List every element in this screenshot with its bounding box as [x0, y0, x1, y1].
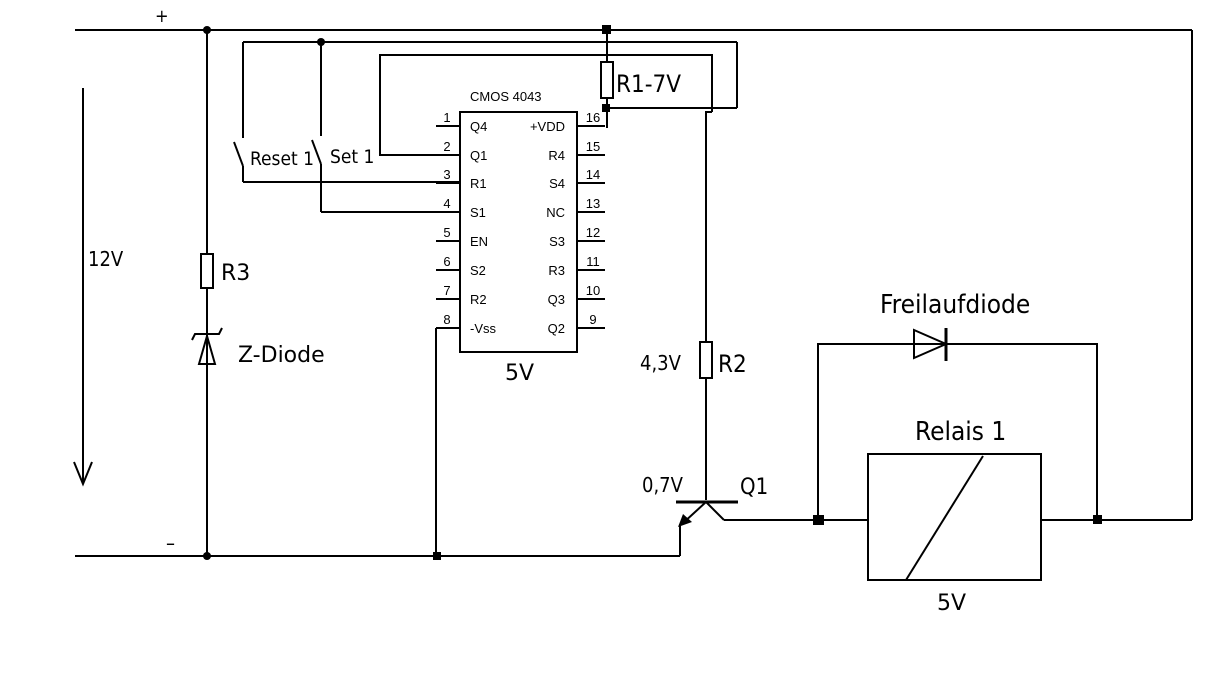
ic-pin-label: R3: [548, 263, 565, 278]
ic-pin-label: +VDD: [530, 119, 565, 134]
ic-pin-label: S3: [549, 234, 565, 249]
resistor-r3: [200, 253, 214, 289]
junction-dot: [602, 104, 610, 112]
vbe-label: 0,7V: [642, 473, 684, 497]
zener-label: Z-Diode: [238, 343, 325, 368]
ic-pin-label: R4: [548, 148, 565, 163]
ic-left-pins: [436, 125, 460, 329]
set-switch-label: Set 1: [330, 146, 374, 168]
ic-pin-number: 2: [443, 139, 450, 154]
voltage-arrow-head: [73, 461, 93, 487]
r2-label: R2: [718, 350, 747, 378]
ic-pin-number: 5: [443, 225, 450, 240]
ic-pin-number: 10: [586, 283, 600, 298]
ic-pin-number: 16: [586, 110, 600, 125]
zener-diode-icon: [191, 327, 223, 365]
ic-pin-label: Q1: [470, 148, 487, 163]
reset-switch: [233, 141, 244, 167]
r2-voltage-label: 4,3V: [640, 351, 682, 375]
junction-dot: [203, 552, 211, 560]
minus-label: –: [166, 531, 175, 555]
r1-label: R1-7V: [616, 70, 681, 98]
ic-pin-number: 3: [443, 167, 450, 182]
supply-voltage-label: 12V: [88, 247, 124, 271]
relay-label: Relais 1: [915, 417, 1006, 447]
ic-pin-number: 4: [443, 196, 450, 211]
transistor-q1-icon: [676, 500, 738, 527]
ic-pin-number: 9: [589, 312, 596, 327]
ic-pin-label: EN: [470, 234, 488, 249]
ic-pin-label: S4: [549, 176, 565, 191]
ic-pin-label: R1: [470, 176, 487, 191]
junction-dot: [602, 25, 611, 34]
ic-pin-number: 12: [586, 225, 600, 240]
diode-label: Freilaufdiode: [880, 290, 1030, 320]
ic-right-pins: [577, 125, 605, 329]
junction-dot: [203, 26, 211, 34]
set-switch: [311, 139, 322, 165]
ic-voltage: 5V: [505, 361, 534, 386]
diode-loop-wire: [817, 343, 1098, 520]
relay-voltage: 5V: [937, 591, 966, 616]
relay-coil-icon: [905, 455, 984, 581]
ic-pin-label: Q4: [470, 119, 487, 134]
freewheel-diode-icon: [913, 328, 949, 361]
ic-pin-label: NC: [546, 205, 565, 220]
ic-pin-number: 14: [586, 167, 600, 182]
ic-name: CMOS 4043: [470, 89, 542, 104]
ic-pin-number: 7: [443, 283, 450, 298]
reset-switch-label: Reset 1: [250, 148, 314, 170]
r3-label: R3: [221, 261, 250, 286]
ic-pin-number: 11: [586, 254, 600, 269]
relay-1: [867, 453, 1042, 581]
ic-pin-number: 13: [586, 196, 600, 211]
ic-pin-label: -Vss: [470, 321, 497, 336]
resistor-r2: [699, 341, 713, 379]
plus-label: +: [155, 6, 169, 27]
ic-pin-label: S2: [470, 263, 486, 278]
ic-pin-label: Q2: [548, 321, 565, 336]
q1-feedback-wire: [379, 54, 713, 156]
junction-dot: [433, 552, 441, 560]
q1-label: Q1: [740, 475, 768, 500]
ic-pin-label: R2: [470, 292, 487, 307]
resistor-r1: [600, 61, 614, 99]
cmos-4043-chip: [459, 111, 578, 353]
ic-pin-number: 1: [443, 110, 450, 125]
ic-pin-number: 6: [443, 254, 450, 269]
ic-pin-label: Q3: [548, 292, 565, 307]
ic-pin-number: 8: [443, 312, 450, 327]
ic-pin-number: 15: [586, 139, 600, 154]
ic-pin-label: S1: [470, 205, 486, 220]
